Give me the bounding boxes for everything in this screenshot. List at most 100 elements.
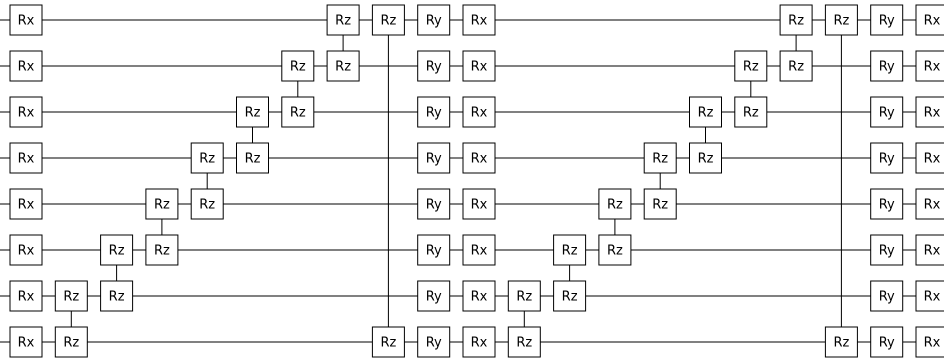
gate-ry: Ry (870, 142, 904, 174)
gate-label: Ry (426, 106, 442, 121)
gate-rz: Rz (824, 326, 858, 358)
gate-rx: Rx (462, 326, 496, 358)
gate-label: Rz (788, 14, 804, 29)
gate-box (870, 280, 904, 312)
gate-label: Rz (335, 14, 351, 29)
gate-label: Rx (18, 14, 35, 29)
gate-label: Rz (652, 198, 668, 213)
gate-rz: Rz (54, 280, 88, 312)
gate-label: Rz (380, 14, 396, 29)
gate-box (870, 96, 904, 128)
gate-rz: Rz (281, 50, 315, 82)
gate-ry: Ry (417, 50, 451, 82)
gate-box (870, 50, 904, 82)
gate-label: Rx (18, 244, 35, 259)
gate-box (779, 50, 813, 82)
gate-rz: Rz (190, 188, 224, 220)
gate-label: Rz (833, 14, 849, 29)
gate-label: Rx (18, 60, 35, 75)
gate-label: Rz (562, 290, 578, 305)
gate-box (100, 280, 134, 312)
gate-box (507, 326, 541, 358)
gate-label: Rx (924, 14, 941, 29)
gate-label: Ry (879, 14, 895, 29)
gate-rz: Rz (553, 234, 587, 266)
gate-ry: Ry (417, 142, 451, 174)
gate-rx: Rx (915, 50, 944, 82)
gate-rz: Rz (689, 142, 722, 174)
gate-rz: Rz (507, 280, 541, 312)
gate-box (462, 280, 496, 312)
gate-rz: Rz (100, 234, 134, 266)
gate-box (643, 142, 677, 174)
gate-box (9, 188, 43, 220)
gate-rz: Rz (326, 50, 360, 82)
gate-rz: Rz (507, 326, 541, 358)
gate-label: Rz (109, 244, 125, 259)
gate-ry: Ry (870, 4, 904, 36)
gate-label: Rx (924, 290, 941, 305)
gate-rz: Rz (734, 96, 768, 128)
gate-box (598, 234, 632, 266)
gate-ry: Ry (870, 50, 904, 82)
gate-box (145, 234, 179, 266)
gate-box (689, 142, 722, 174)
gate-box (9, 280, 43, 312)
gate-box (915, 4, 944, 36)
gate-label: Rx (924, 336, 941, 351)
gate-label: Rz (109, 290, 125, 305)
gate-box (54, 280, 88, 312)
gate-label: Ry (879, 290, 895, 305)
gate-rx: Rx (9, 50, 43, 82)
gate-label: Rz (833, 336, 849, 351)
gate-ry: Ry (870, 326, 904, 358)
gate-label: Rx (924, 60, 941, 75)
gate-rx: Rx (9, 96, 43, 128)
gate-rx: Rx (915, 142, 944, 174)
gate-box (870, 4, 904, 36)
gate-rz: Rz (236, 142, 269, 174)
gate-label: Rz (516, 290, 532, 305)
gate-rx: Rx (915, 4, 944, 36)
gate-label: Rx (471, 244, 488, 259)
gate-rx: Rx (462, 50, 496, 82)
gate-box (643, 188, 677, 220)
gate-box (190, 142, 224, 174)
gate-label: Ry (879, 198, 895, 213)
gate-rz: Rz (779, 50, 813, 82)
gate-label: Ry (426, 336, 442, 351)
gate-rz: Rz (689, 96, 722, 128)
gate-label: Rx (924, 106, 941, 121)
gate-layer: RxRxRxRxRxRxRxRxRzRzRzRzRzRzRzRzRzRzRzRz… (9, 4, 944, 358)
gate-rz: Rz (54, 326, 88, 358)
gate-box (915, 188, 944, 220)
gate-label: Rz (516, 336, 532, 351)
gate-box (145, 188, 179, 220)
gate-rz: Rz (236, 96, 269, 128)
gate-box (326, 50, 360, 82)
gate-label: Rz (698, 152, 714, 167)
gate-rx: Rx (915, 96, 944, 128)
gate-rx: Rx (915, 326, 944, 358)
gate-rx: Rx (915, 280, 944, 312)
gate-label: Rz (607, 244, 623, 259)
gate-label: Rx (924, 198, 941, 213)
gate-label: Rz (698, 106, 714, 121)
gate-box (9, 4, 43, 36)
gate-ry: Ry (417, 326, 451, 358)
gate-box (9, 96, 43, 128)
gate-label: Ry (879, 106, 895, 121)
gate-label: Ry (879, 336, 895, 351)
gate-label: Rz (562, 244, 578, 259)
gate-ry: Ry (417, 188, 451, 220)
gate-box (553, 234, 587, 266)
gate-label: Rx (471, 290, 488, 305)
gate-rx: Rx (915, 188, 944, 220)
gate-rz: Rz (824, 4, 858, 36)
gate-rz: Rz (145, 234, 179, 266)
gate-box (462, 142, 496, 174)
gate-box (9, 234, 43, 266)
gate-rx: Rx (9, 234, 43, 266)
gate-box (417, 142, 451, 174)
gate-rz: Rz (190, 142, 224, 174)
